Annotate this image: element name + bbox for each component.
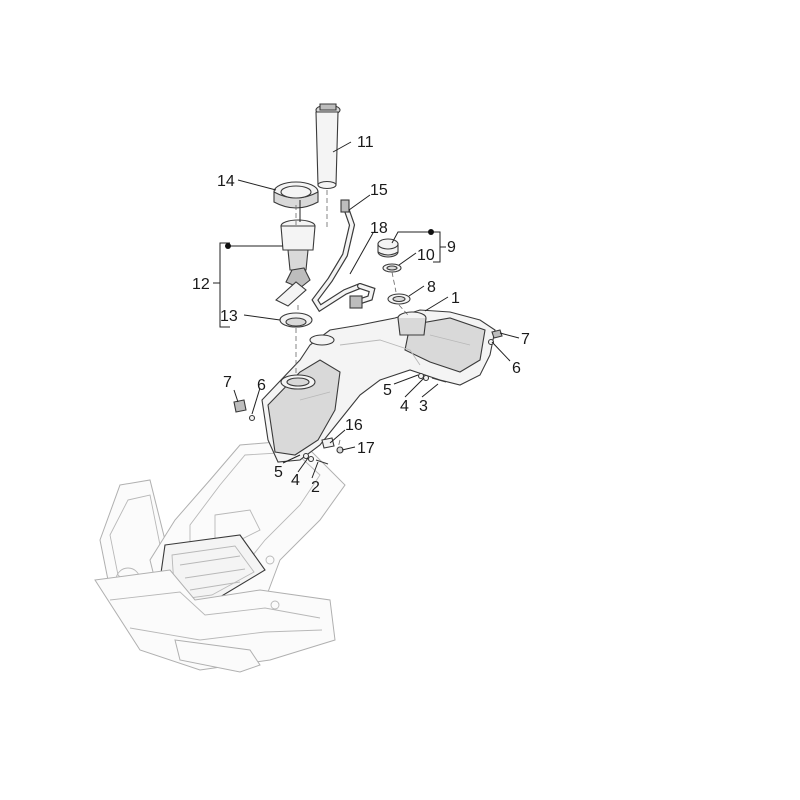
washer-left-part (248, 414, 256, 422)
pump-seal-part (279, 312, 313, 328)
callout-16: 16 (345, 417, 363, 434)
callout-6-right: 6 (512, 360, 521, 377)
callout-3: 3 (419, 398, 428, 415)
screw-left-part (302, 452, 329, 465)
fuel-cap-part (377, 238, 399, 258)
lock-ring-part (273, 181, 319, 209)
washer-right-part (487, 338, 495, 346)
callout-4-left: 4 (291, 472, 300, 489)
fuel-tank-part (261, 309, 496, 463)
filler-seal-part (387, 293, 411, 305)
breather-hose-part (349, 283, 376, 309)
bracket-group-9 (391, 229, 446, 263)
fuel-level-sender-part (315, 103, 341, 190)
callout-10: 10 (417, 247, 435, 264)
screw-right-part (417, 372, 447, 383)
fuel-hose-part (311, 199, 363, 313)
callout-6-left: 6 (257, 377, 266, 394)
clip-left-part (233, 399, 247, 413)
assembly-lines (295, 190, 409, 449)
callout-5-left: 5 (274, 464, 283, 481)
callout-1: 1 (451, 290, 460, 307)
callout-12: 12 (192, 276, 210, 293)
clip-right-part (491, 329, 503, 339)
callout-18: 18 (370, 220, 388, 237)
callout-5-right: 5 (383, 382, 392, 399)
callout-15: 15 (370, 182, 388, 199)
bracket-group-12 (213, 242, 283, 328)
callout-labels: 1 2 3 4 4 5 5 6 6 7 7 8 9 10 11 12 13 14… (192, 134, 530, 496)
callout-9: 9 (447, 239, 456, 256)
callout-11: 11 (357, 134, 374, 151)
fuel-pump-part (275, 200, 316, 307)
callout-2: 2 (311, 479, 320, 496)
callout-14: 14 (217, 173, 235, 190)
callout-7-right: 7 (521, 331, 530, 348)
callout-4-right: 4 (400, 398, 409, 415)
scooter-frame (94, 439, 346, 673)
spacer-part (321, 437, 335, 449)
callout-13: 13 (220, 308, 238, 325)
leader-lines (233, 141, 520, 479)
callout-17: 17 (357, 440, 375, 457)
callout-8: 8 (427, 279, 436, 296)
cap-gasket-part (382, 263, 402, 273)
callout-7-left: 7 (223, 374, 232, 391)
